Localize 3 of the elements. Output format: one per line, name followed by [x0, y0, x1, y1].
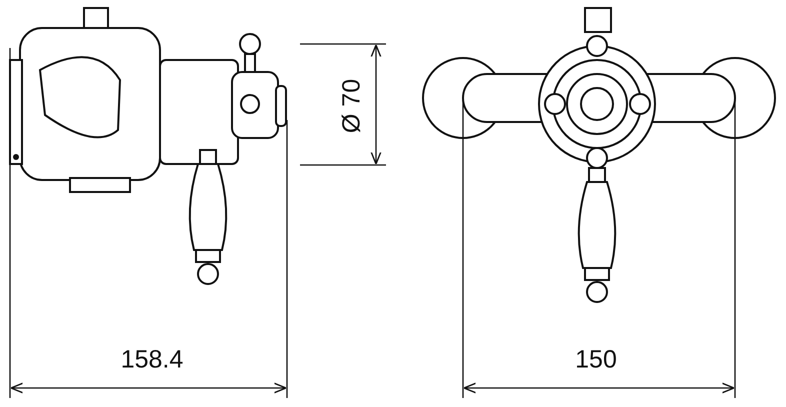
- dimension-label: 158.4: [120, 346, 184, 374]
- dimension-label: Ø 70: [338, 78, 366, 134]
- dimension-label: 150: [575, 346, 617, 374]
